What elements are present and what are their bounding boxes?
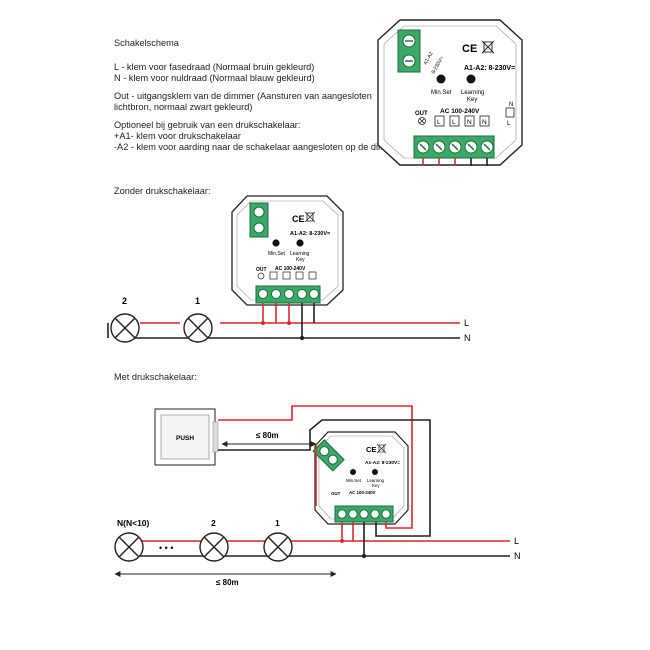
min-set-label: Min.Set	[431, 90, 452, 96]
lamp-1-label-bottom: 1	[275, 518, 280, 528]
out-label: OUT	[415, 111, 428, 117]
legend-line-out-2: lichtbron, normaal zwart gekleurd)	[114, 102, 253, 112]
lamp-n-label: N(N<10)	[117, 518, 150, 528]
key-label: Key	[467, 97, 477, 103]
waste-bin-icon-3	[376, 443, 387, 454]
key-label-2: Key	[296, 257, 305, 263]
legend-line-out: Out - uitgangsklem van de dimmer (Aanstu…	[114, 91, 372, 101]
lamp-2-bottom	[199, 532, 229, 562]
learning-label-2: Learning	[290, 251, 310, 257]
learning-label: Learning	[461, 90, 484, 96]
key-label-3: Key	[372, 483, 380, 488]
learning-label-3: Learning	[367, 478, 385, 483]
line-l-label-bottom: L	[514, 536, 519, 546]
main-terminal-block-top	[413, 135, 495, 166]
line-l-label: L	[464, 318, 469, 328]
out-label-3: OUT	[331, 491, 341, 496]
line-n-label-bottom: N	[514, 551, 521, 561]
legend-line-a2: -A2 - klem voor aarding naar de schakela…	[114, 142, 402, 152]
terminal-l-2: L	[452, 119, 456, 126]
lamp-1-bottom	[263, 532, 293, 562]
learning-key-button	[466, 74, 476, 84]
dimmer-device-top: A1-A2 8-230V= CE A1-A2: 8-230V= Min.Set …	[377, 19, 523, 166]
dots-separator: • • •	[159, 543, 173, 553]
lamp-n-bottom	[114, 532, 144, 562]
legend-line-a1: +A1- klem voor drukschakelaar	[114, 131, 241, 141]
push-label: PUSH	[176, 435, 194, 442]
waste-bin-icon-2	[304, 211, 316, 223]
ce-mark: CE	[462, 43, 477, 55]
voltage-label-2: A1-A2: 8-230V=	[290, 231, 330, 237]
lamp-2-middle	[110, 313, 140, 343]
min-set-button	[436, 74, 446, 84]
dimmer-device-bottom: CE A1-A2: 8-230V= Min.Set Learning Key A…	[312, 431, 409, 525]
legend-line-n: N - klem voor nuldraad (Normaal blauw ge…	[114, 73, 315, 83]
min-set-label-2: Min.Set	[268, 251, 286, 257]
voltage-label: A1-A2: 8-230V=	[464, 65, 515, 72]
line-n-label: N	[464, 333, 471, 343]
lamp-1-label: 1	[195, 296, 200, 306]
legend-line-l: L - klem voor fasedraad (Normaal bruin g…	[114, 62, 315, 72]
wiring-without-switch	[107, 303, 460, 339]
push-button-switch	[154, 408, 219, 466]
distance-top-label: ≤ 80m	[256, 431, 279, 440]
min-set-label-3: Min.Set	[346, 478, 362, 483]
ac-label-3: AC 100-240V	[349, 490, 376, 495]
lamp-1-middle	[183, 313, 213, 343]
out-label-2: OUT	[256, 267, 267, 273]
ac-label-2: AC 100-240V	[275, 266, 306, 272]
section-without-switch-title: Zonder drukschakelaar:	[114, 186, 211, 196]
terminal-n-2: N	[482, 119, 487, 126]
terminal-n-1: N	[467, 119, 472, 126]
distance-bottom-label: ≤ 80m	[216, 578, 239, 587]
ce-mark-3: CE	[366, 445, 376, 454]
waste-bin-icon	[481, 40, 495, 54]
ac-label: AC 100-240V	[440, 108, 480, 115]
terminal-labels-top: L L N N L	[418, 107, 515, 127]
legend-title: Schakelschema	[114, 38, 179, 48]
push-terminal-top	[397, 29, 421, 73]
n-label-right: N	[509, 102, 513, 108]
terminal-l-1: L	[437, 119, 441, 126]
dimmer-device-middle: CE A1-A2: 8-230V= Min.Set Learning Key A…	[231, 195, 344, 306]
lamp-2-label-bottom: 2	[211, 518, 216, 528]
section-with-switch-title: Met drukschakelaar:	[114, 372, 197, 382]
legend-line-optional: Optioneel bij gebruik van een drukschake…	[114, 120, 301, 130]
lamp-2-label: 2	[122, 296, 127, 306]
terminal-l-right: L	[507, 120, 511, 127]
ce-mark-2: CE	[292, 214, 305, 224]
voltage-label-3: A1-A2: 8-230V=	[365, 460, 400, 466]
